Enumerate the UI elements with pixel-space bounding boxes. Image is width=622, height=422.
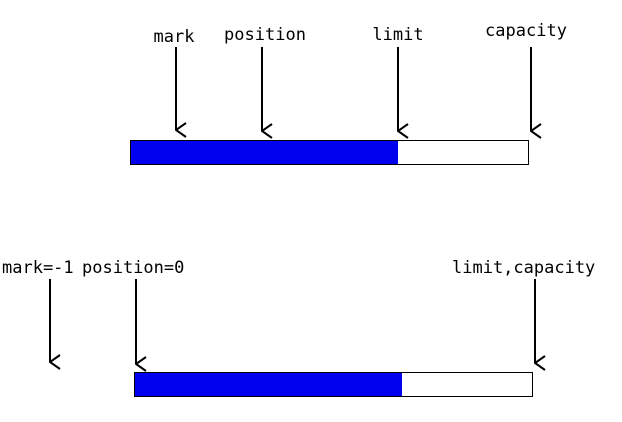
bottom-buffer: mark=-1 position=0 limit,capacity [2,258,595,397]
top-capacity-label: capacity [485,21,567,41]
top-position-label: position [224,25,306,45]
top-buffer: mark position limit capacity [130,21,567,165]
top-buffer-outline [130,140,529,165]
top-mark-label: mark [154,27,195,47]
bottom-position-label: position=0 [82,258,184,278]
bottom-buffer-filled-region [134,372,402,396]
top-limit-label: limit [372,25,423,45]
top-buffer-filled-region [130,140,398,164]
bottom-buffer-outline [134,372,533,397]
bottom-limit-capacity-label: limit,capacity [452,258,595,278]
bottom-mark-label: mark=-1 [2,258,74,278]
